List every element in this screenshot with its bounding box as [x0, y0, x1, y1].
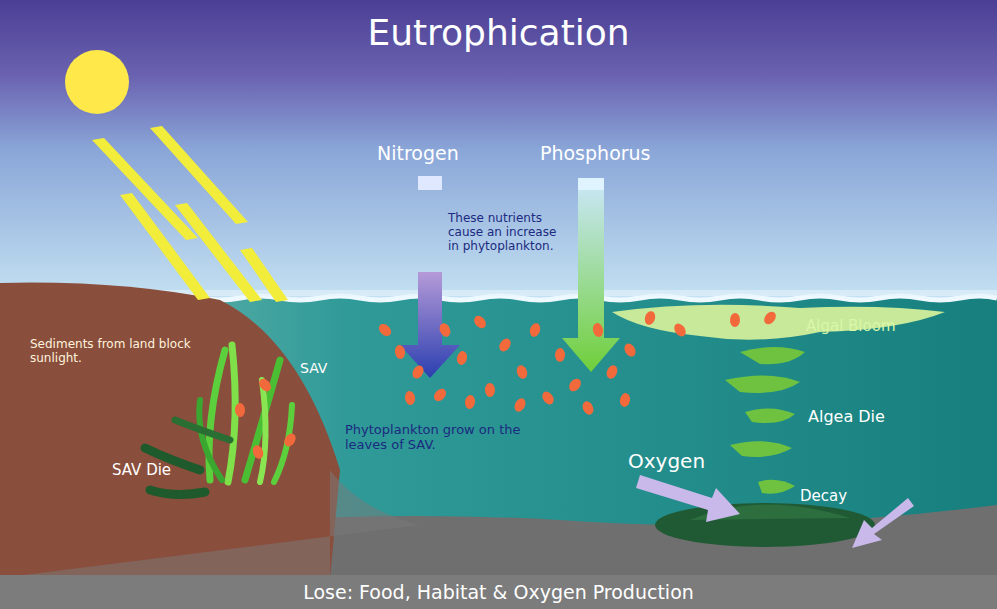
- phytoplankton-dot: [605, 364, 620, 381]
- callout-note: These nutrients cause an increase in phy…: [448, 212, 566, 253]
- phytoplankton-dot: [497, 336, 513, 353]
- phytoplankton-dot: [377, 322, 394, 339]
- phytoplankton-dot: [591, 322, 604, 338]
- phytoplankton-dot: [643, 310, 657, 326]
- phytoplankton-dot: [404, 390, 416, 405]
- part-label: SAV: [300, 360, 327, 376]
- phytoplankton-dot: [672, 321, 688, 338]
- phytoplankton-dot: [438, 322, 453, 339]
- nutrient-label: Phosphorus: [540, 143, 651, 165]
- phytoplankton-dot: [485, 383, 496, 398]
- phytoplankton-dot: [515, 364, 529, 380]
- phytoplankton-dot: [257, 376, 274, 393]
- phytoplankton-dot: [464, 394, 476, 409]
- part-label: Algea Die: [808, 408, 885, 426]
- part-label: SAV Die: [112, 462, 171, 479]
- nutrient-label: Nitrogen: [377, 143, 459, 165]
- phytoplankton-dot: [394, 344, 406, 359]
- phytoplankton-dot: [251, 444, 265, 461]
- phytoplankton-dot: [555, 348, 565, 362]
- diagram-title: Eutrophication: [0, 12, 997, 53]
- phytoplankton-dot: [528, 322, 542, 338]
- phytoplankton-dot: [540, 389, 556, 406]
- phytoplankton-dot: [472, 313, 489, 330]
- phytoplankton-dot: [456, 350, 469, 366]
- phytoplankton-dot: [235, 403, 246, 418]
- phytoplankton-dot: [622, 341, 638, 358]
- part-label: Decay: [800, 488, 847, 505]
- phytoplankton-dot: [432, 386, 449, 403]
- phytoplankton-dot: [581, 400, 596, 417]
- callout-note: Sediments from land block sunlight.: [30, 338, 195, 366]
- diagram-caption: Lose: Food, Habitat & Oxygen Production: [0, 582, 997, 604]
- phytoplankton-dot: [567, 376, 584, 393]
- part-label: Oxygen: [628, 450, 705, 473]
- phytoplankton-dot: [730, 313, 740, 327]
- phytoplankton-dot: [282, 431, 298, 448]
- phytoplankton-dot: [410, 363, 426, 380]
- part-label: Algal Bloom: [806, 318, 896, 335]
- callout-note: Phytoplankton grow on the leaves of SAV.: [345, 423, 545, 453]
- phytoplankton-dot: [619, 392, 632, 408]
- phytoplankton-dot: [762, 309, 778, 326]
- phytoplankton-dot: [512, 396, 527, 413]
